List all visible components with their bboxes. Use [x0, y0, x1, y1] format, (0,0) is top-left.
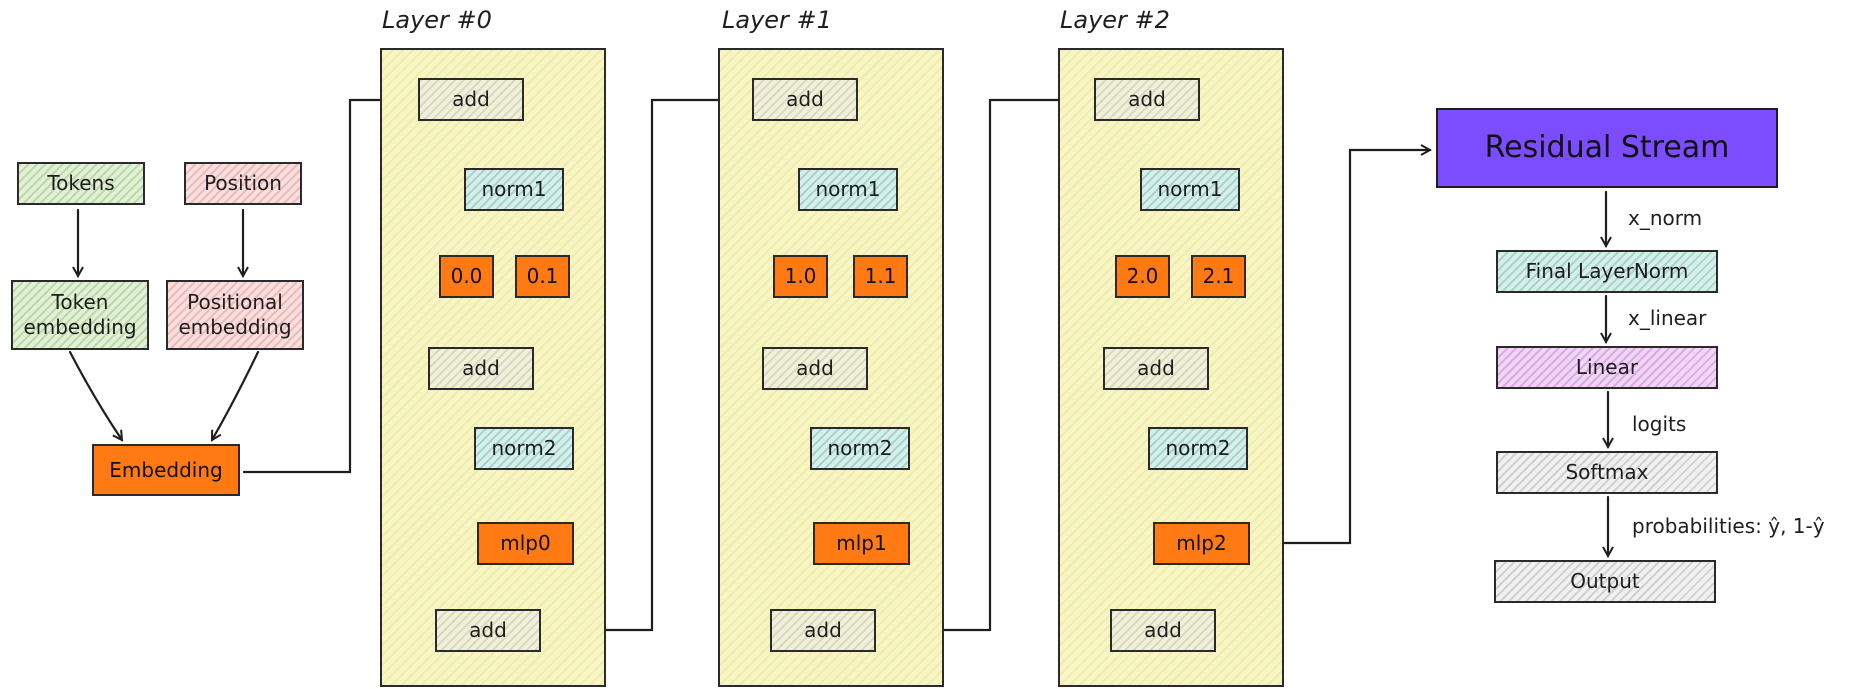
layer-1-norm1: norm1 — [798, 168, 898, 211]
layer-2-mlp: mlp2 — [1153, 522, 1250, 565]
edge-label-logits: logits — [1632, 412, 1687, 436]
add-label: add — [804, 618, 842, 642]
layer-0-head-1: 0.1 — [515, 255, 570, 298]
layer-1-head-0: 1.0 — [773, 255, 828, 298]
layer-1-add-mid: add — [762, 347, 868, 390]
layer-title: Layer #2 — [1060, 6, 1170, 34]
layer-2-norm2: norm2 — [1148, 427, 1248, 470]
positional-embedding-label: Positional embedding — [178, 290, 292, 339]
token-embedding-label: Token embedding — [23, 290, 137, 339]
mlp-label: mlp2 — [1176, 531, 1227, 555]
mlp-label: mlp0 — [500, 531, 551, 555]
head-label: 1.1 — [864, 264, 897, 288]
add-label: add — [1144, 618, 1182, 642]
norm2-label: norm2 — [491, 436, 557, 460]
layer-2-head-0: 2.0 — [1115, 255, 1170, 298]
layer-2-norm1: norm1 — [1140, 168, 1240, 211]
layer-title: Layer #1 — [722, 6, 832, 34]
layer-0-norm1: norm1 — [464, 168, 564, 211]
layer-2-add-top: add — [1094, 78, 1200, 121]
edge-label-probabilities: probabilities: ŷ, 1-ŷ — [1632, 514, 1825, 538]
layer-title: Layer #0 — [382, 6, 492, 34]
add-label: add — [1137, 356, 1175, 380]
layer-0-add-top: add — [418, 78, 524, 121]
layer-1-add-top: add — [752, 78, 858, 121]
tokens-label: Tokens — [47, 171, 115, 195]
add-label: add — [796, 356, 834, 380]
residual-stream-node: Residual Stream — [1436, 108, 1778, 188]
layer-0-add-mid: add — [428, 347, 534, 390]
head-label: 0.0 — [450, 264, 483, 288]
add-label: add — [1128, 87, 1166, 111]
layer-2-to-residual-stream-arrow — [1252, 150, 1430, 545]
edge-label-x-norm: x_norm — [1628, 206, 1703, 230]
final-layernorm-node: Final LayerNorm — [1496, 250, 1718, 293]
residual-stream-label: Residual Stream — [1484, 130, 1730, 166]
add-label: add — [452, 87, 490, 111]
add-label: add — [469, 618, 507, 642]
layer-2-add-bottom: add — [1110, 609, 1216, 652]
position-label: Position — [204, 171, 282, 195]
layer-1-mlp: mlp1 — [813, 522, 910, 565]
linear-label: Linear — [1575, 355, 1639, 379]
linear-node: Linear — [1496, 346, 1718, 389]
output-label: Output — [1570, 569, 1640, 593]
embedding-node: Embedding — [92, 444, 240, 496]
norm1-label: norm1 — [1157, 177, 1223, 201]
add-label: add — [462, 356, 500, 380]
layer-0-norm2: norm2 — [474, 427, 574, 470]
softmax-label: Softmax — [1565, 460, 1649, 484]
head-label: 2.0 — [1126, 264, 1159, 288]
layer-0-head-0: 0.0 — [439, 255, 494, 298]
layer-0-mlp: mlp0 — [477, 522, 574, 565]
position-node: Position — [184, 162, 302, 205]
embedding-label: Embedding — [109, 457, 223, 482]
layer-0-add-bottom: add — [435, 609, 541, 652]
add-label: add — [786, 87, 824, 111]
layer-1-add-bottom: add — [770, 609, 876, 652]
norm1-label: norm1 — [815, 177, 881, 201]
mlp-label: mlp1 — [836, 531, 887, 555]
token-embedding-to-embedding-arrow — [68, 350, 122, 440]
norm1-label: norm1 — [481, 177, 547, 201]
layer-1-head-1: 1.1 — [853, 255, 908, 298]
norm2-label: norm2 — [1165, 436, 1231, 460]
norm2-label: norm2 — [827, 436, 893, 460]
layer-1-norm2: norm2 — [810, 427, 910, 470]
softmax-node: Softmax — [1496, 451, 1718, 494]
tokens-node: Tokens — [17, 162, 145, 205]
output-node: Output — [1494, 560, 1716, 603]
head-label: 2.1 — [1202, 264, 1235, 288]
positional-embedding-node: Positional embedding — [166, 280, 304, 350]
head-label: 0.1 — [526, 264, 559, 288]
layer-2-head-1: 2.1 — [1191, 255, 1246, 298]
final-layernorm-label: Final LayerNorm — [1525, 259, 1689, 283]
edge-label-x-linear: x_linear — [1628, 306, 1707, 330]
layer-2-add-mid: add — [1103, 347, 1209, 390]
positional-embedding-to-embedding-arrow — [210, 350, 260, 440]
head-label: 1.0 — [784, 264, 817, 288]
token-embedding-node: Token embedding — [11, 280, 149, 350]
